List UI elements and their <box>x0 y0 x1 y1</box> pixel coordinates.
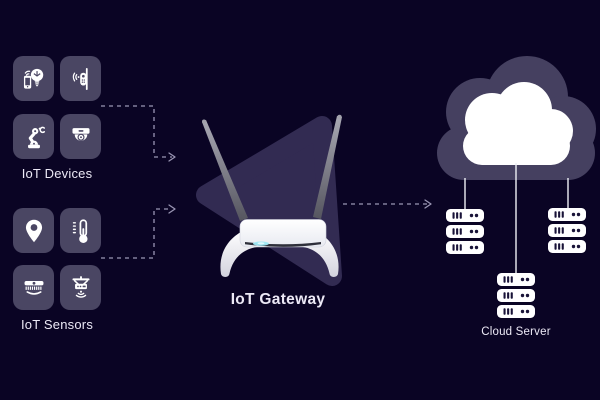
robot-arm-icon <box>27 126 45 148</box>
iot-devices-label: IoT Devices <box>21 166 93 181</box>
server-unit <box>548 240 586 253</box>
iot-gateway-label: IoT Gateway <box>230 291 326 308</box>
server-stack-left <box>446 209 484 254</box>
server-unit <box>497 273 535 286</box>
arrowhead-icon <box>168 204 176 214</box>
server-unit <box>446 209 484 222</box>
connector-devices-gateway <box>101 105 176 162</box>
tile-robot-arm <box>13 114 54 159</box>
tile-smart-lighting <box>13 56 54 101</box>
iot-sensors-label: IoT Sensors <box>20 317 94 332</box>
location-pin-icon <box>25 219 42 242</box>
tile-temperature-sensor <box>60 208 101 253</box>
arrowhead-icon <box>424 199 432 209</box>
server-unit <box>446 241 484 254</box>
server-unit <box>548 208 586 221</box>
server-unit <box>548 224 586 237</box>
connector-sensors-gateway <box>101 204 176 259</box>
server-stack-right <box>548 208 586 253</box>
cloud-icon <box>463 82 573 165</box>
tile-smoke-detector <box>13 265 54 310</box>
thermometer-icon <box>72 218 88 243</box>
tile-proximity-sensor <box>60 265 101 310</box>
cloud-illustration <box>437 56 596 274</box>
router-antenna-right <box>313 116 342 219</box>
smoke-detector-icon <box>24 280 43 295</box>
cctv-camera-icon <box>71 127 90 141</box>
smart-lighting-icon <box>23 68 43 89</box>
tile-cctv-camera <box>60 114 101 159</box>
tile-smart-lock <box>60 56 101 101</box>
server-unit <box>446 225 484 238</box>
proximity-sensor-icon <box>71 275 90 298</box>
router-front-vent <box>245 242 321 247</box>
server-unit <box>497 305 535 318</box>
smart-lock-icon <box>72 67 88 90</box>
server-unit <box>497 289 535 302</box>
router-illustration <box>202 114 342 277</box>
cloud-server-label: Cloud Server <box>481 326 551 338</box>
arrowhead-icon <box>168 152 176 162</box>
router-body <box>239 219 327 248</box>
tile-location-sensor <box>13 208 54 253</box>
server-stack-middle <box>497 273 535 318</box>
router-antenna-left <box>202 120 248 221</box>
connector-gateway-cloud <box>343 199 432 209</box>
